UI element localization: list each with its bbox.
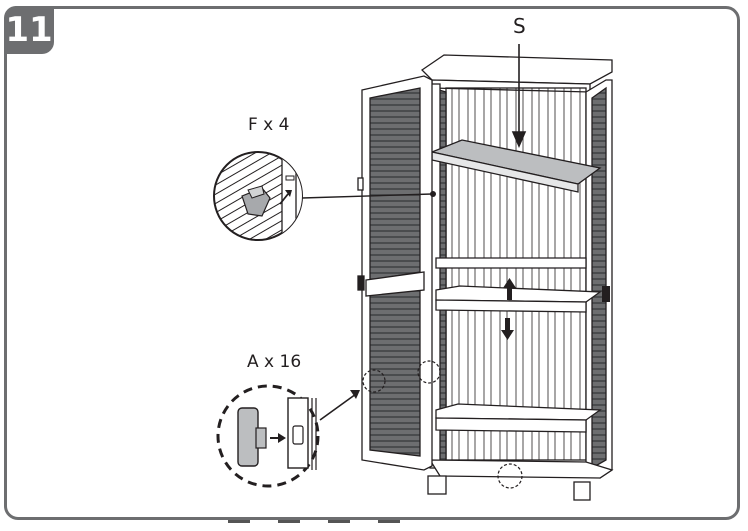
- footer-mark: [228, 520, 250, 531]
- shelf-part-label: S: [513, 14, 526, 38]
- clip-part-label: F x 4: [248, 115, 290, 135]
- right-hinge: [602, 286, 610, 302]
- shelf-down-arrow: [511, 44, 527, 149]
- footer-marks: [228, 520, 400, 531]
- shelves: [435, 257, 602, 433]
- reference-circles: [362, 360, 523, 489]
- cabinet-door: [357, 75, 433, 471]
- instruction-frame: [4, 6, 740, 520]
- cabinet-body: [420, 54, 614, 501]
- pin-detail-view: [216, 384, 360, 488]
- footer-mark: [378, 520, 400, 531]
- footer-mark: [328, 520, 350, 531]
- step-number-badge: 11: [4, 6, 54, 54]
- shelf-adjust-arrows: [501, 278, 516, 340]
- footer-mark: [278, 520, 300, 531]
- pin-part-label: A x 16: [247, 352, 302, 372]
- shelf-s: [429, 139, 602, 193]
- clip-detail-view: [213, 151, 436, 241]
